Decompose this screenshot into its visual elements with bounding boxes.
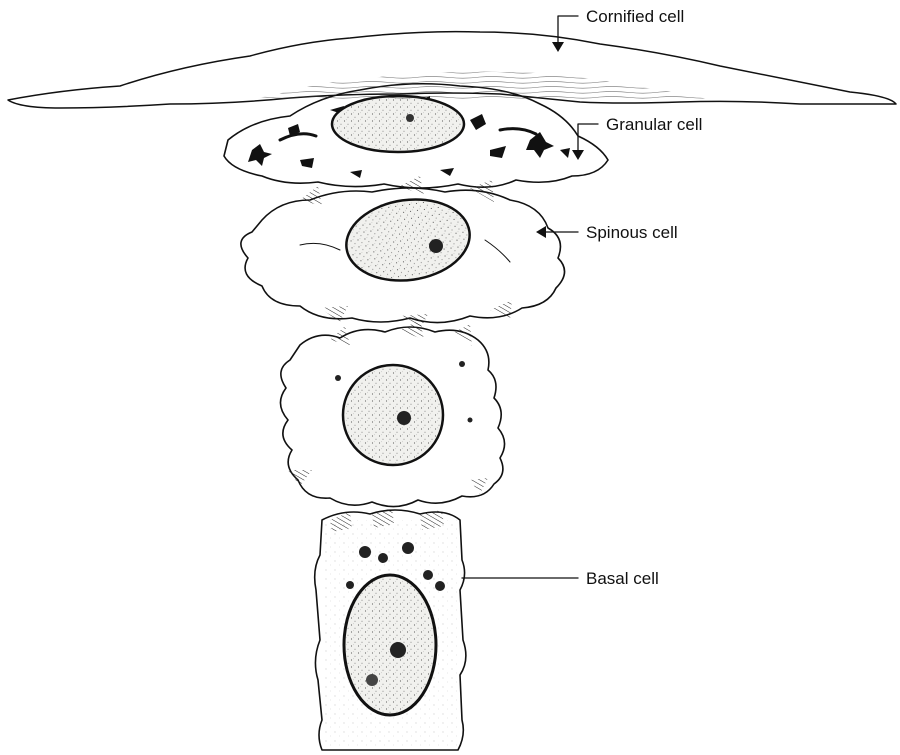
granular-leader	[572, 124, 598, 160]
label-cornified-cell: Cornified cell	[586, 7, 684, 26]
basal-cell	[315, 508, 466, 750]
spinous-cell	[241, 176, 565, 330]
cornified-leader	[552, 16, 578, 52]
lower-spinous-cell	[280, 320, 504, 507]
label-granular-cell: Granular cell	[606, 115, 702, 134]
label-basal-cell: Basal cell	[586, 569, 659, 588]
cornified-cell	[8, 32, 896, 108]
label-spinous-cell: Spinous cell	[586, 223, 678, 242]
